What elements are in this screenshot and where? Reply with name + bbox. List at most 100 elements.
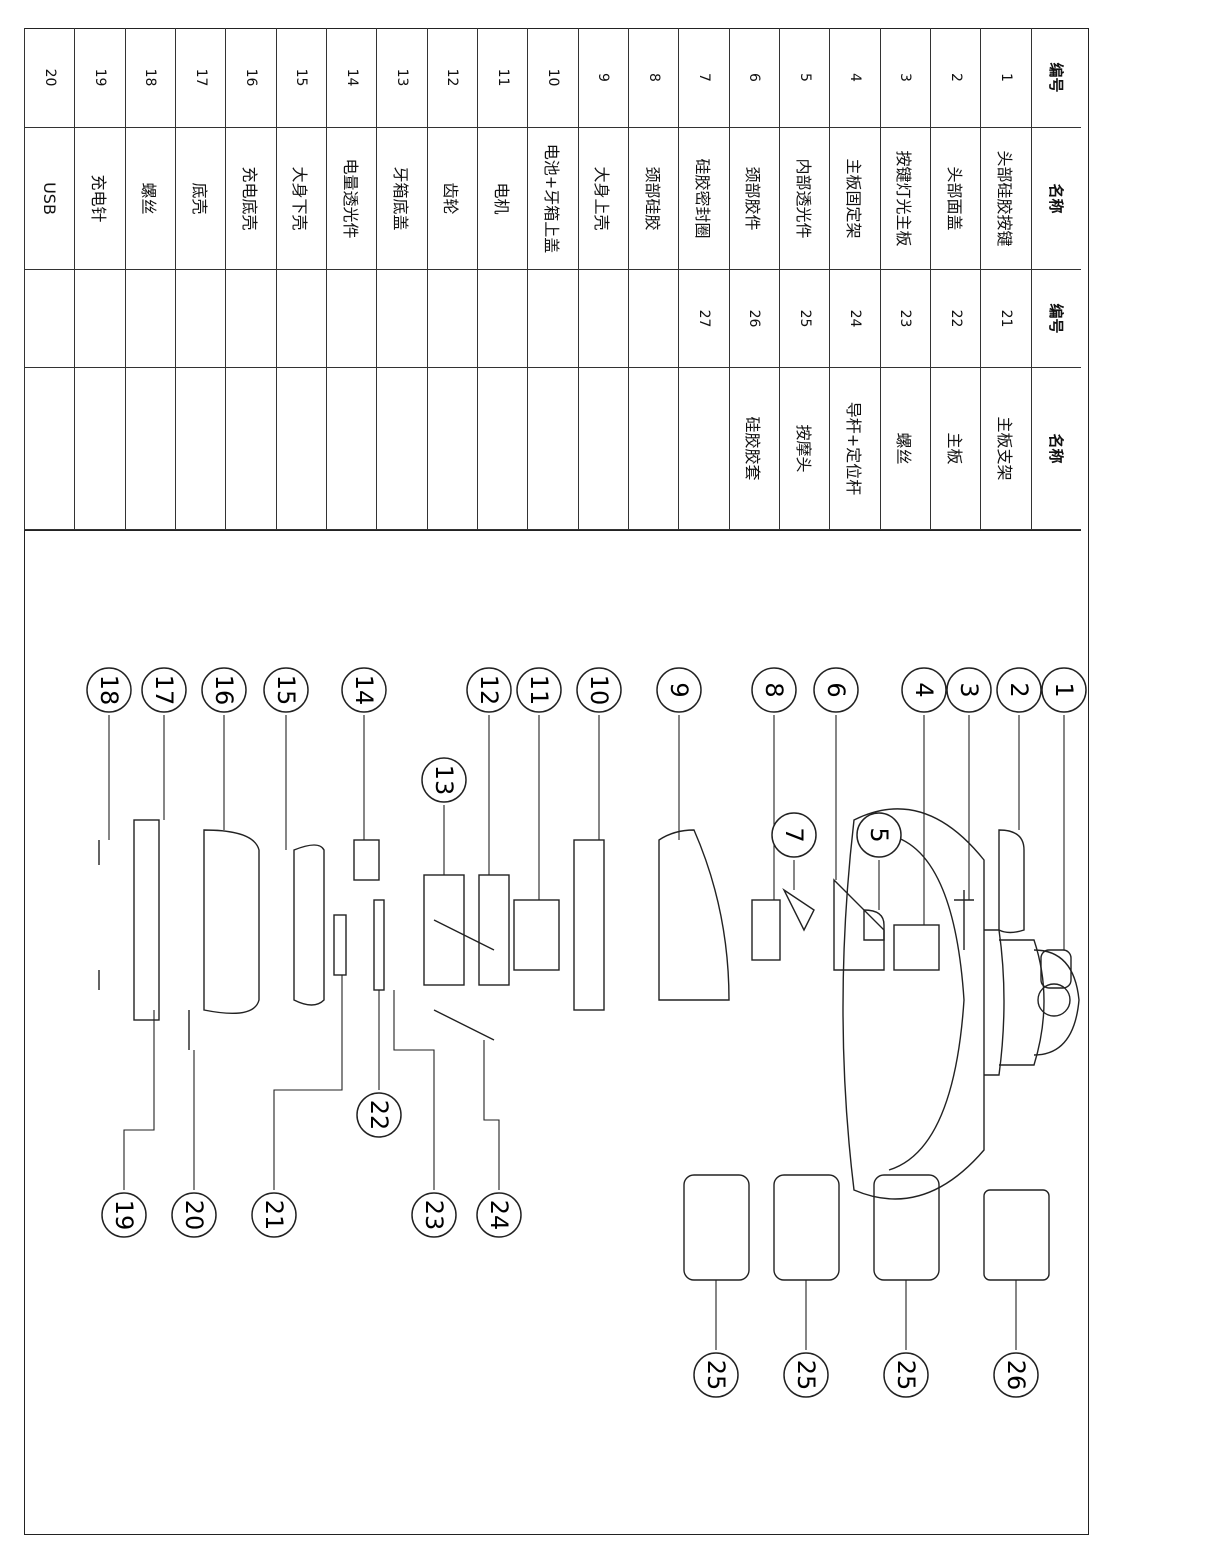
- callout-10: 10: [576, 667, 622, 713]
- callout-14: 14: [341, 667, 387, 713]
- row-name: 头部面盖: [930, 128, 981, 270]
- row-name: 大身下壳: [275, 128, 327, 270]
- row-name-2: [426, 368, 478, 530]
- row-name: 充电针: [74, 128, 125, 270]
- callout-number: 4: [910, 682, 938, 697]
- row-name-2: [326, 368, 377, 530]
- callout-19: 19: [101, 1192, 147, 1238]
- callout-number: 25: [792, 1360, 820, 1391]
- row-name-2: [628, 368, 679, 530]
- callout-17: 17: [141, 667, 187, 713]
- callout-24: 24: [476, 1192, 522, 1238]
- row-number-2: [426, 270, 478, 368]
- row-name-2: [477, 368, 528, 530]
- row-number: 6: [728, 28, 780, 128]
- row-number: 3: [879, 28, 931, 128]
- row-number-2: [24, 270, 75, 368]
- callout-2: 2: [996, 667, 1042, 713]
- callout-23: 23: [411, 1192, 457, 1238]
- callout-number: 17: [150, 675, 178, 706]
- part-3: [954, 890, 974, 950]
- callout-15: 15: [263, 667, 309, 713]
- callout-25: 25: [693, 1352, 739, 1398]
- part-10: [573, 839, 605, 1011]
- row-name: 内部透光件: [779, 128, 830, 270]
- row-name: 充电底壳: [225, 128, 276, 270]
- part-21: [333, 914, 347, 976]
- row-name-2: 导杆+定位杆: [829, 368, 880, 530]
- callout-number: 24: [485, 1200, 513, 1231]
- row-number-2: [326, 270, 377, 368]
- row-number: 12: [426, 28, 478, 128]
- callout-number: 20: [180, 1200, 208, 1231]
- row-number-2: 25: [779, 270, 830, 368]
- callout-11: 11: [516, 667, 562, 713]
- callout-number: 13: [430, 765, 458, 796]
- callout-number: 1: [1050, 682, 1078, 697]
- callout-number: 16: [210, 675, 238, 706]
- callout-13: 13: [421, 757, 467, 803]
- callout-number: 11: [525, 675, 553, 706]
- part-6: [833, 878, 885, 971]
- row-number-2: [628, 270, 679, 368]
- header-number-1: 编号: [1030, 28, 1081, 128]
- callout-4: 4: [901, 667, 947, 713]
- callout-25: 25: [883, 1352, 929, 1398]
- row-number: 15: [275, 28, 327, 128]
- callout-21: 21: [251, 1192, 297, 1238]
- row-number: 17: [175, 28, 226, 128]
- callout-12: 12: [466, 667, 512, 713]
- drawing-frame: [24, 28, 1089, 1535]
- callout-number: 25: [892, 1360, 920, 1391]
- part-5: [863, 909, 885, 941]
- row-name-2: [24, 368, 75, 530]
- row-number: 14: [326, 28, 377, 128]
- callout-7: 7: [771, 812, 817, 858]
- callout-number: 14: [350, 675, 378, 706]
- row-name-2: 螺丝: [879, 368, 931, 530]
- callout-6: 6: [813, 667, 859, 713]
- row-number: 9: [577, 28, 629, 128]
- assembled-massager-drawing: [842, 808, 1080, 1200]
- row-name: 硅胶密封圈: [678, 128, 729, 270]
- row-name: 底壳: [175, 128, 226, 270]
- row-number: 2: [930, 28, 981, 128]
- row-number-2: [74, 270, 125, 368]
- row-number: 8: [628, 28, 679, 128]
- row-number-2: [175, 270, 226, 368]
- part-11: [513, 899, 560, 971]
- callout-3: 3: [946, 667, 992, 713]
- row-name: 大身上壳: [577, 128, 629, 270]
- row-number: 20: [24, 28, 75, 128]
- row-number-2: 26: [728, 270, 780, 368]
- header-name-2: 名称: [1030, 368, 1081, 530]
- part-7: [782, 887, 815, 932]
- row-name-2: [124, 368, 176, 530]
- row-name: 主板固定架: [829, 128, 880, 270]
- row-number-2: [225, 270, 276, 368]
- header-number-2: 编号: [1030, 270, 1081, 368]
- callout-number: 9: [665, 682, 693, 697]
- row-name-2: [678, 368, 729, 530]
- callout-number: 12: [475, 675, 503, 706]
- massage-head-groups: [683, 1174, 1050, 1281]
- part-22: [373, 899, 385, 991]
- row-number: 7: [678, 28, 729, 128]
- row-number-2: 27: [678, 270, 729, 368]
- part-14: [353, 839, 380, 881]
- callout-number: 7: [780, 827, 808, 842]
- part-13: [423, 874, 465, 986]
- part-12: [478, 874, 510, 986]
- part-16: [203, 829, 260, 1015]
- callout-9: 9: [656, 667, 702, 713]
- callout-number: 5: [865, 827, 893, 842]
- callout-16: 16: [201, 667, 247, 713]
- part-24: [433, 919, 495, 951]
- callout-number: 23: [420, 1200, 448, 1231]
- row-number: 11: [477, 28, 528, 128]
- header-name-1: 名称: [1030, 128, 1081, 270]
- row-number: 1: [980, 28, 1031, 128]
- row-name: 电机: [477, 128, 528, 270]
- part-4: [893, 924, 940, 971]
